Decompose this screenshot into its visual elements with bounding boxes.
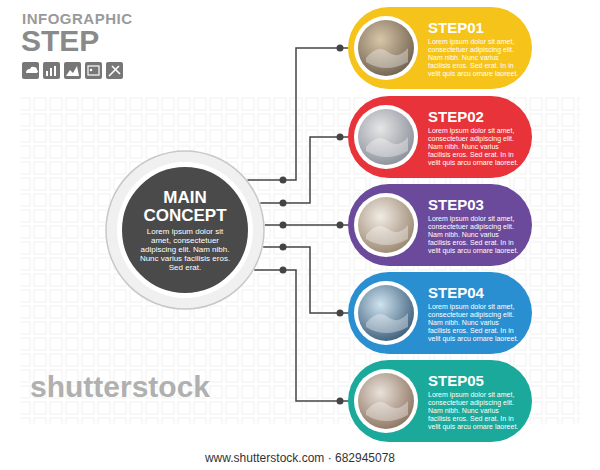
concept-heading: MAIN CONCEPT bbox=[137, 189, 233, 225]
connector bbox=[265, 224, 348, 226]
step-text: STEP04Lorem ipsum dolor sit amet, consec… bbox=[428, 272, 520, 354]
photo-circle bbox=[352, 279, 420, 347]
step-heading: STEP01 bbox=[428, 19, 520, 36]
photo-image bbox=[358, 373, 414, 429]
photo-image bbox=[358, 285, 414, 341]
photo-image bbox=[358, 109, 414, 165]
photo-circle bbox=[352, 103, 420, 171]
photo-image bbox=[358, 197, 414, 253]
step-body: Lorem ipsum dolor sit amet, consectetuer… bbox=[428, 127, 520, 167]
photo-detail bbox=[366, 313, 408, 333]
photo-ring bbox=[354, 16, 418, 80]
step-heading: STEP04 bbox=[428, 284, 520, 301]
connector bbox=[254, 270, 348, 401]
photo-detail bbox=[366, 401, 408, 421]
icon-row bbox=[22, 62, 123, 79]
step-box: STEP01Lorem ipsum dolor sit amet, consec… bbox=[348, 7, 532, 89]
photo-detail bbox=[366, 48, 408, 68]
photo-circle bbox=[352, 191, 420, 259]
step-body: Lorem ipsum dolor sit amet, consectetuer… bbox=[428, 38, 520, 78]
step-box: STEP05Lorem ipsum dolor sit amet, consec… bbox=[348, 360, 532, 442]
step-box: STEP02Lorem ipsum dolor sit amet, consec… bbox=[348, 96, 532, 178]
white-gap bbox=[117, 162, 253, 298]
step-text: STEP02Lorem ipsum dolor sit amet, consec… bbox=[428, 96, 520, 178]
outer-ring bbox=[106, 151, 264, 309]
concept-text: MAIN CONCEPTLorem ipsum dolor sit amet, … bbox=[137, 172, 233, 288]
photo-ring bbox=[354, 281, 418, 345]
step-body: Lorem ipsum dolor sit amet, consectetuer… bbox=[428, 215, 520, 255]
photo-ring bbox=[354, 369, 418, 433]
photo-ring bbox=[354, 193, 418, 257]
photo-circle bbox=[352, 14, 420, 82]
footer-credit: www.shutterstock.com · 682945078 bbox=[0, 451, 600, 465]
step-heading: STEP05 bbox=[428, 372, 520, 389]
step-body: Lorem ipsum dolor sit amet, consectetuer… bbox=[428, 391, 520, 431]
step-body: Lorem ipsum dolor sit amet, consectetuer… bbox=[428, 303, 520, 343]
connector bbox=[247, 48, 348, 180]
connector bbox=[263, 247, 348, 313]
title-word: STEP bbox=[21, 25, 99, 57]
photo-detail bbox=[366, 225, 408, 245]
step-text: STEP03Lorem ipsum dolor sit amet, consec… bbox=[428, 184, 520, 266]
connector-dot bbox=[337, 222, 344, 229]
connector-dot bbox=[280, 244, 287, 251]
connector-dot bbox=[280, 267, 287, 274]
concept-body: Lorem ipsum dolor sit amet, consectetuer… bbox=[137, 227, 233, 272]
connector-dot bbox=[280, 200, 287, 207]
connector-dot bbox=[337, 310, 344, 317]
concept-circle: MAIN CONCEPTLorem ipsum dolor sit amet, … bbox=[105, 150, 265, 310]
photo-image bbox=[358, 20, 414, 76]
step-box: STEP03Lorem ipsum dolor sit amet, consec… bbox=[348, 184, 532, 266]
connector bbox=[260, 137, 348, 203]
connector-dot bbox=[280, 177, 287, 184]
inner-disc bbox=[121, 166, 249, 294]
step-text: STEP05Lorem ipsum dolor sit amet, consec… bbox=[428, 360, 520, 442]
connector-dot bbox=[280, 222, 287, 229]
step-text: STEP01Lorem ipsum dolor sit amet, consec… bbox=[428, 7, 520, 89]
connector-dot bbox=[337, 134, 344, 141]
step-box: STEP04Lorem ipsum dolor sit amet, consec… bbox=[348, 272, 532, 354]
watermark: shutterstock bbox=[30, 370, 210, 404]
step-heading: STEP03 bbox=[428, 196, 520, 213]
photo-circle bbox=[352, 367, 420, 435]
connector-dot bbox=[337, 45, 344, 52]
photo-ring bbox=[354, 105, 418, 169]
connector-dot bbox=[337, 398, 344, 405]
step-heading: STEP02 bbox=[428, 108, 520, 125]
photo-detail bbox=[366, 137, 408, 157]
